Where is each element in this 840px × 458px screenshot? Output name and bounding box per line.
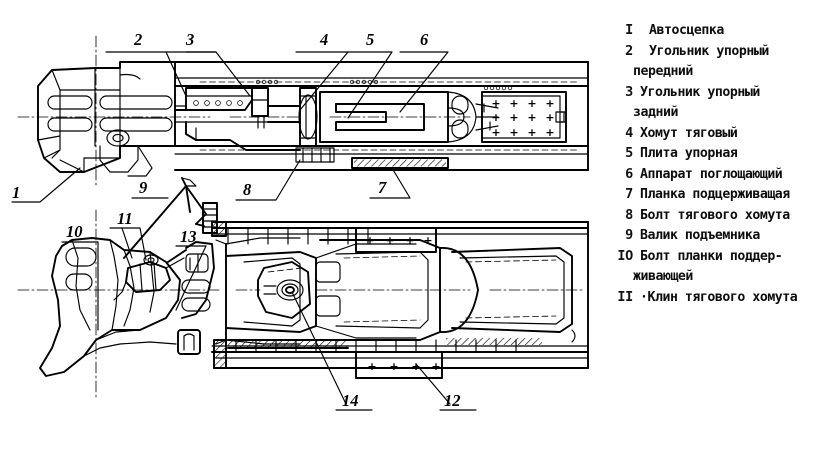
svg-text:+: + bbox=[509, 126, 518, 139]
legend-item: 5 Плита упорная bbox=[607, 145, 840, 162]
callout-10: 10 bbox=[66, 222, 83, 241]
legend-text: Плита упорная bbox=[640, 146, 738, 161]
svg-text:+: + bbox=[491, 97, 500, 110]
svg-text:+: + bbox=[491, 111, 500, 124]
support-strip-plan bbox=[227, 338, 542, 349]
callout-13: 13 bbox=[180, 227, 197, 246]
sill-rivet-row bbox=[255, 79, 379, 85]
legend-text: Угольник упорный bbox=[640, 84, 760, 100]
legend-text: Угольник упорный bbox=[649, 43, 769, 59]
svg-text:+: + bbox=[367, 360, 376, 373]
legend-item: 8 Болт тягового хомута bbox=[607, 207, 840, 224]
svg-text:+: + bbox=[527, 97, 536, 110]
supporting-plate-side bbox=[351, 157, 449, 169]
bracket-hatch-plan bbox=[177, 221, 227, 369]
support-plate-plan: + + + + + + + + bbox=[355, 227, 443, 379]
callout-7: 7 bbox=[378, 178, 387, 197]
front-stop-angle-side bbox=[185, 87, 253, 111]
legend-number: 7 bbox=[625, 186, 633, 202]
legend-text-continued: живающей bbox=[633, 269, 693, 284]
legend-item: I Автосцепка bbox=[607, 22, 840, 39]
yoke-bolt-side bbox=[295, 147, 335, 163]
wedge-pin-plan bbox=[257, 261, 311, 319]
svg-text:+: + bbox=[509, 111, 518, 124]
legend-text: ·Клин тягового хомута bbox=[640, 289, 798, 305]
legend-number: 2 bbox=[625, 42, 633, 59]
legend-item-continuation: передний bbox=[607, 63, 840, 80]
callout-8: 8 bbox=[243, 180, 251, 199]
technical-drawing: .t { stroke-width:1.15; } .th { stroke-w… bbox=[11, 30, 589, 411]
legend-number: IO bbox=[617, 247, 633, 264]
draft-gear-plan bbox=[315, 239, 576, 343]
svg-text:+: + bbox=[423, 234, 432, 247]
svg-text:+: + bbox=[365, 234, 374, 247]
svg-text:+: + bbox=[545, 97, 554, 110]
legend-text: Валик подъемника bbox=[640, 228, 760, 243]
callout-1: 1 bbox=[12, 183, 20, 202]
legend-item: II ·Клин тягового хомута bbox=[607, 289, 840, 306]
lifter-linkage bbox=[123, 177, 218, 259]
callout-3: 3 bbox=[185, 30, 194, 49]
legend-text: Болт планки поддер- bbox=[640, 248, 783, 264]
legend-item: 9 Валик подъемника bbox=[607, 227, 840, 244]
apparatus-rivets-side: ++ ++ ++ ++ ++ ++ bbox=[491, 97, 554, 139]
callout-4: 4 bbox=[319, 30, 328, 49]
legend-number: 9 bbox=[625, 227, 633, 243]
callout-2: 2 bbox=[133, 30, 142, 49]
callout-14: 14 bbox=[342, 391, 359, 410]
callouts: 2 3 4 5 6 1 9 8 7 bbox=[11, 30, 477, 411]
svg-text:+: + bbox=[431, 360, 440, 373]
legend-text: Автосцепка bbox=[649, 23, 724, 38]
legend-item-continuation: живающей bbox=[607, 268, 840, 285]
yoke-plan bbox=[215, 239, 317, 345]
svg-text:+: + bbox=[385, 234, 394, 247]
thrust-plate-side bbox=[298, 87, 318, 147]
legend-number: 6 bbox=[625, 165, 633, 182]
legend-text: Болт тягового хомута bbox=[640, 207, 790, 223]
legend-text-continued: задний bbox=[633, 105, 678, 120]
legend-text: Аппарат поглощающий bbox=[640, 166, 783, 182]
legend-item: IO Болт планки поддер- bbox=[607, 248, 840, 265]
yoke-side bbox=[174, 105, 301, 151]
legend-number: I bbox=[625, 22, 633, 38]
svg-text:+: + bbox=[389, 360, 398, 373]
legend-item-continuation: задний bbox=[607, 104, 840, 121]
legend-item: 6 Аппарат поглощающий bbox=[607, 166, 840, 183]
svg-text:+: + bbox=[411, 360, 420, 373]
callout-9: 9 bbox=[139, 178, 147, 197]
legend-text: Хомут тяговый bbox=[640, 125, 738, 141]
legend-list: I Автосцепка 2 Угольник упорный передний… bbox=[607, 22, 840, 442]
callout-6: 6 bbox=[420, 30, 429, 49]
svg-text:+: + bbox=[545, 126, 554, 139]
svg-text:+: + bbox=[545, 111, 554, 124]
legend-text: Планка подцерживащая bbox=[640, 187, 790, 202]
legend-text-continued: передний bbox=[633, 64, 693, 79]
legend-item: 4 Хомут тяговый bbox=[607, 125, 840, 142]
legend-number: 4 bbox=[625, 124, 633, 141]
svg-text:+: + bbox=[527, 111, 536, 124]
callout-5: 5 bbox=[366, 30, 374, 49]
legend-number: 5 bbox=[625, 145, 633, 161]
legend-number: 3 bbox=[625, 83, 633, 100]
svg-text:+: + bbox=[509, 97, 518, 110]
callout-11: 11 bbox=[117, 209, 133, 228]
coupler-head-side bbox=[37, 61, 176, 177]
legend-number: II bbox=[617, 288, 633, 305]
center-sill-side bbox=[174, 61, 589, 171]
legend-item: 2 Угольник упорный bbox=[607, 43, 840, 60]
side-view: ++ ++ ++ ++ ++ ++ bbox=[17, 35, 589, 259]
rear-housing-side: ++ ++ ++ ++ ++ ++ bbox=[475, 85, 567, 143]
legend-number: 8 bbox=[625, 206, 633, 223]
legend-item: 7 Планка подцерживащая bbox=[607, 186, 840, 203]
legend-item: 3 Угольник упорный bbox=[607, 84, 840, 101]
callout-12: 12 bbox=[444, 391, 461, 410]
svg-text:+: + bbox=[405, 234, 414, 247]
lock-detail-plan bbox=[113, 249, 187, 301]
coupler-head-plan bbox=[39, 237, 181, 377]
svg-text:+: + bbox=[491, 126, 500, 139]
plan-view: + + + + + + + + bbox=[17, 209, 589, 401]
svg-text:+: + bbox=[527, 126, 536, 139]
coupler-shoulder-plan bbox=[181, 241, 215, 319]
